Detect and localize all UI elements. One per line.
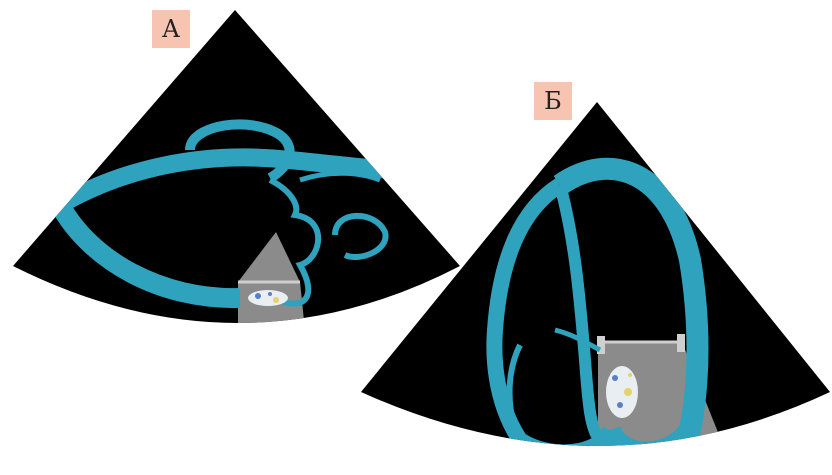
jet-a	[248, 290, 288, 306]
panel-label-a: А	[152, 10, 190, 48]
jet-b	[606, 366, 638, 418]
panel-a	[13, 10, 460, 340]
panel-label-b: Б	[534, 82, 572, 120]
sector-a	[13, 10, 460, 323]
panel-b	[361, 102, 830, 475]
